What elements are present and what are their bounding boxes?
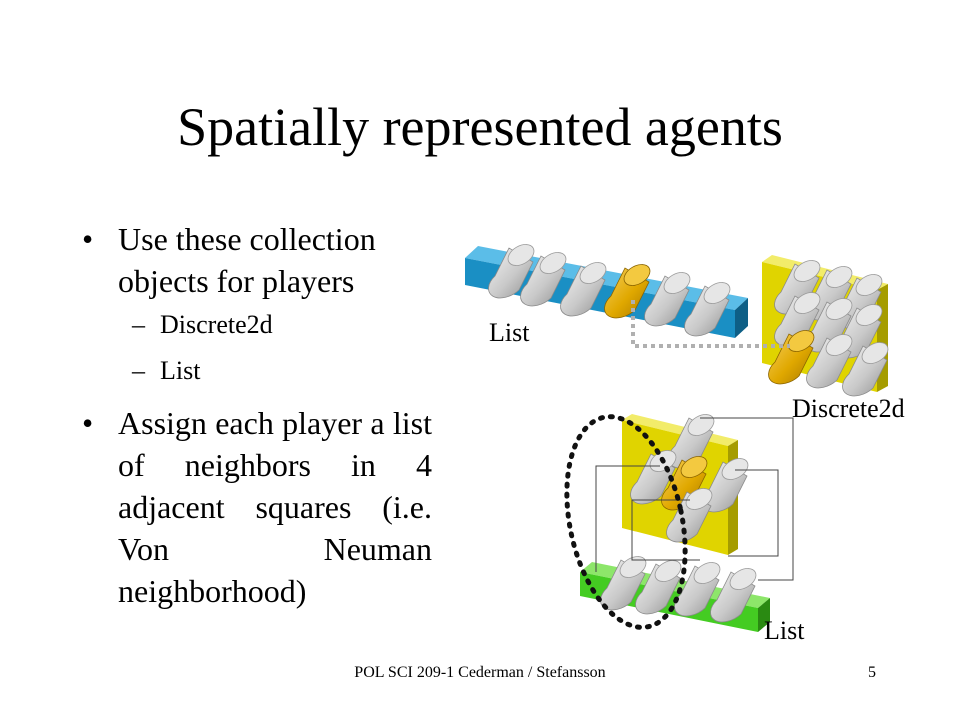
subbullet-dash: – — [132, 356, 145, 385]
list-bottom-cylinders — [600, 556, 757, 623]
bullet-item-neighbors: • Assign each player a list of neighbors… — [82, 402, 432, 612]
cylinder-grid-top-5 — [806, 298, 853, 353]
bullet-list: • Use these collection objects for playe… — [82, 218, 432, 612]
subbullet-item-list: – List — [82, 348, 432, 394]
cylinder-list-top-4 — [604, 264, 651, 319]
neighborhood-ellipse — [564, 414, 688, 630]
bullet-text-collections: Use these collection objects for players — [118, 221, 376, 299]
cylinder-list-bottom-3 — [674, 562, 721, 617]
subbullet-item-discrete2d: – Discrete2d — [82, 302, 432, 348]
cylinder-grid-bottom-3 — [661, 456, 708, 511]
cylinder-grid-top-9 — [842, 342, 889, 397]
bullet-text-neighbors: Assign each player a list of neighbors i… — [118, 405, 432, 609]
list-top-cylinders — [488, 244, 731, 337]
subbullet-dash: – — [132, 310, 145, 339]
grid-bottom-cylinders — [630, 414, 749, 543]
cylinder-list-top-5 — [644, 272, 691, 327]
subbullet-text-list: List — [160, 356, 201, 385]
cylinder-list-bottom-2 — [635, 560, 682, 615]
bullet-dot: • — [82, 221, 94, 257]
slide-title: Spatially represented agents — [177, 97, 783, 157]
cylinder-grid-top-1 — [774, 260, 821, 315]
grid-top-cylinders — [768, 260, 889, 397]
cylinder-grid-top-7 — [768, 330, 815, 385]
cylinder-list-top-6 — [684, 282, 731, 337]
cylinder-list-bottom-4 — [710, 568, 757, 623]
label-discrete2d: Discrete2d — [792, 394, 905, 423]
bullet-dot: • — [82, 405, 94, 441]
neighbor-connector-lines — [595, 417, 794, 581]
cylinder-grid-top-8 — [806, 334, 853, 389]
subbullet-text-discrete2d: Discrete2d — [160, 310, 273, 339]
bullet-item-collections: • Use these collection objects for playe… — [82, 218, 432, 302]
label-list-top: List — [489, 318, 530, 347]
cylinder-grid-bottom-1 — [668, 414, 715, 469]
footer-page-number: 5 — [868, 664, 876, 681]
cylinder-list-top-3 — [560, 262, 607, 317]
cylinder-list-top-1 — [488, 244, 535, 299]
footer-course: POL SCI 209-1 Cederman / Stefansson — [354, 664, 606, 681]
cylinder-list-top-2 — [520, 252, 567, 307]
label-list-bottom: List — [764, 616, 805, 645]
cylinder-grid-bottom-5 — [666, 488, 713, 543]
